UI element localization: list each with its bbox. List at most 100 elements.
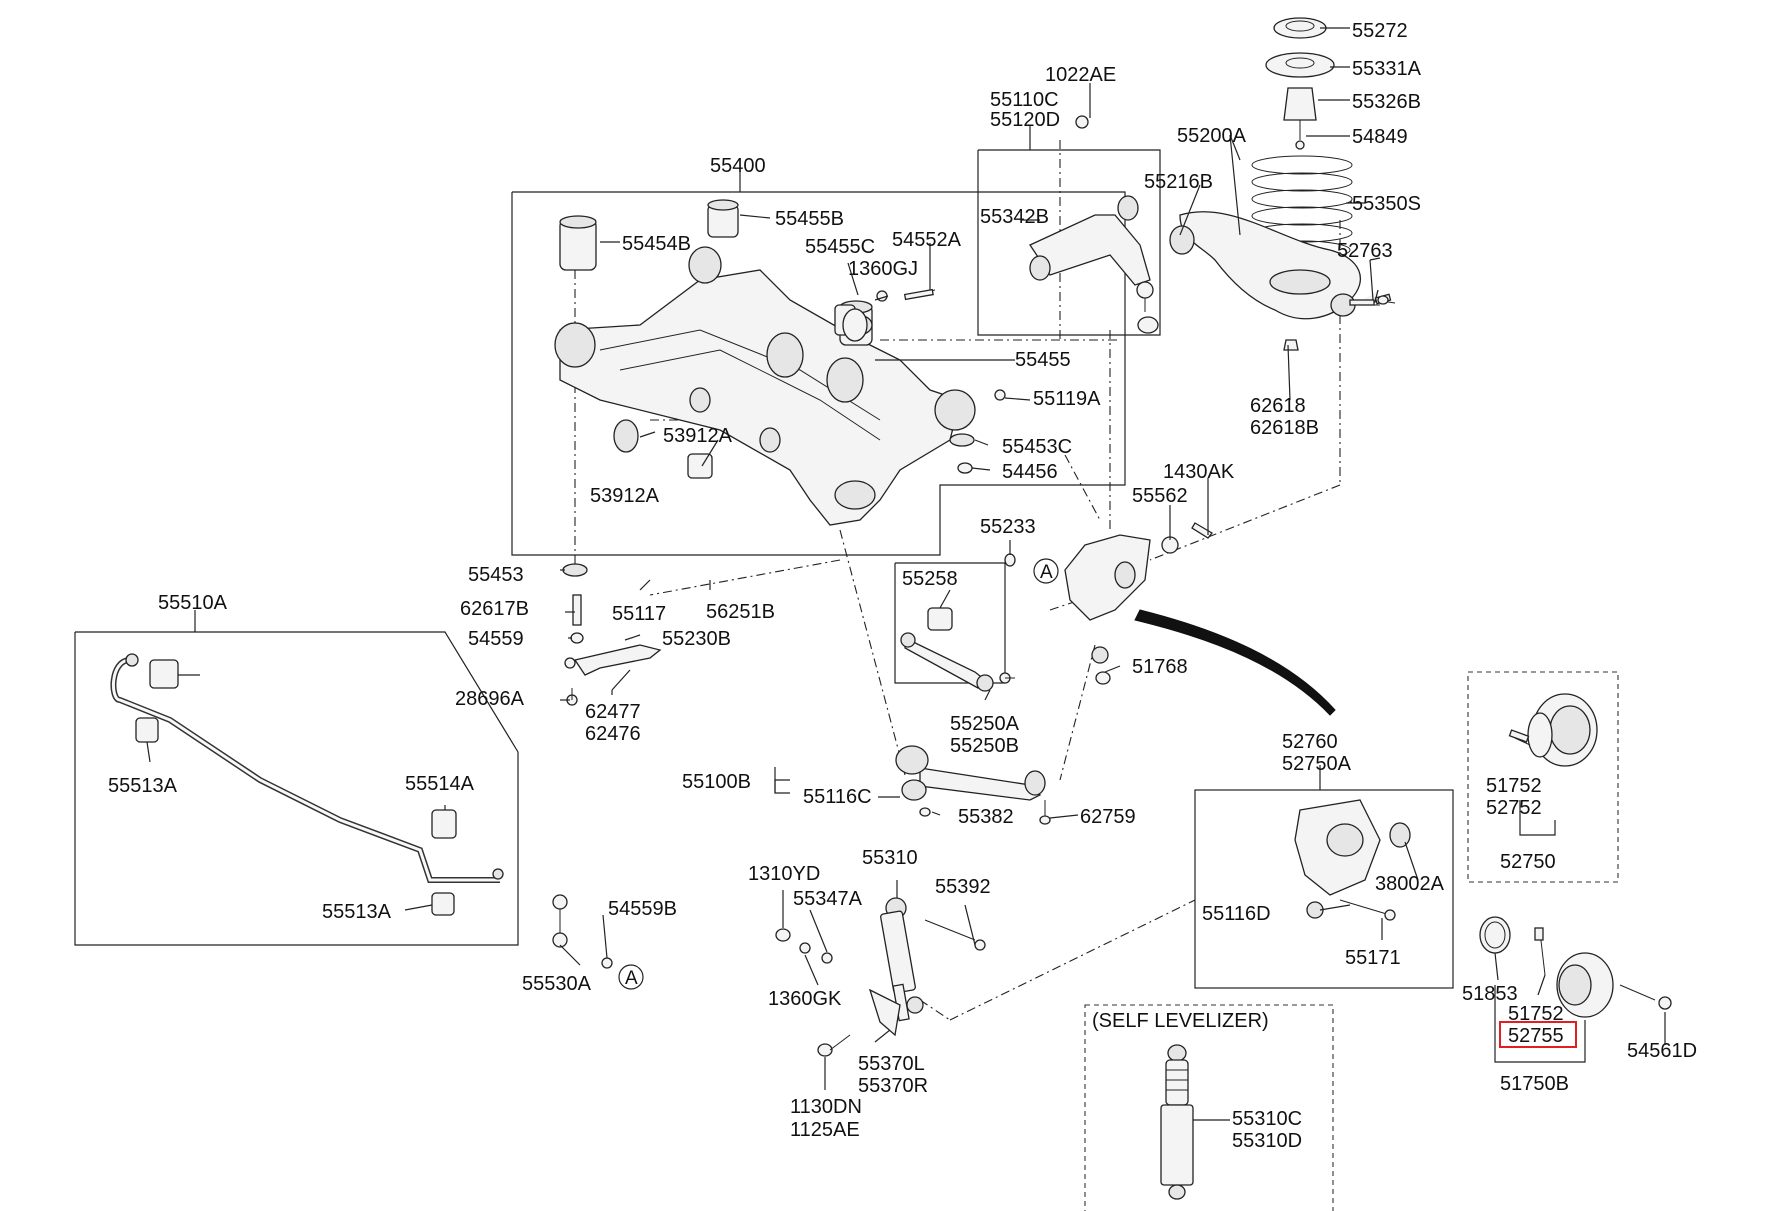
part-label-62617b: 62617B (460, 598, 529, 620)
part-label-1360gk: 1360GK (768, 988, 842, 1010)
part-label-55200a: 55200A (1177, 125, 1247, 147)
part-label-54849: 54849 (1352, 126, 1408, 148)
hub-assembly (1508, 693, 1598, 767)
group-boxes (74, 149, 1619, 1211)
part-number-labels: 55272 55331A 55326B 54849 55350S 52763 5… (108, 20, 1697, 1152)
part-label-53912a-1: 53912A (663, 425, 733, 447)
part-label-1022ae: 1022AE (1045, 64, 1116, 86)
part-label-55453: 55453 (468, 564, 524, 586)
part-label-55530a: 55530A (522, 973, 592, 995)
part-label-55455b: 55455B (775, 208, 844, 230)
part-label-55233: 55233 (980, 516, 1036, 538)
bracket-62477 (564, 594, 662, 706)
part-label-55455: 55455 (1015, 349, 1071, 371)
part-label-55331a: 55331A (1352, 58, 1422, 80)
part-label-54552a: 54552A (892, 229, 962, 251)
upper-arm-group-box (977, 149, 1161, 336)
part-label-52760: 52760 (1282, 731, 1338, 753)
part-label-55562: 55562 (1132, 485, 1188, 507)
part-label-55350s: 55350S (1352, 193, 1421, 215)
part-label-1130dn: 1130DN (790, 1096, 862, 1118)
part-label-62618: 62618 (1250, 395, 1306, 417)
part-label-38002a: 38002A (1375, 873, 1445, 895)
coil-spring-assembly (1251, 17, 1353, 260)
part-label-51752-1: 51752 (1486, 775, 1542, 797)
part-label-28696a: 28696A (455, 688, 525, 710)
stabilizer-link (552, 894, 613, 969)
part-label-55342b: 55342B (980, 206, 1049, 228)
part-label-55400: 55400 (710, 155, 766, 177)
leader-lines (146, 27, 1666, 1121)
reference-marker-a (618, 964, 644, 990)
part-label-55100b: 55100B (682, 771, 751, 793)
part-label-55310c: 55310C (1232, 1108, 1302, 1130)
part-label-1360gj: 1360GJ (848, 258, 918, 280)
reference-markers: A A (618, 558, 1059, 990)
part-label-55326b: 55326B (1352, 91, 1421, 113)
part-label-52755: 52755 (1508, 1025, 1564, 1047)
lower-control-arm (1169, 211, 1396, 351)
part-label-62618b: 62618B (1250, 417, 1319, 439)
part-label-55513a-1: 55513A (108, 775, 178, 797)
part-label-1310yd: 1310YD (748, 863, 820, 885)
part-label-1125ae: 1125AE (790, 1119, 860, 1141)
part-label-55347a: 55347A (793, 888, 863, 910)
part-label-51750b: 51750B (1500, 1073, 1569, 1095)
part-label-55310: 55310 (862, 847, 918, 869)
part-label-54456: 54456 (1002, 461, 1058, 483)
shock-absorber (775, 897, 986, 1057)
reference-marker-a-label: A (625, 968, 638, 989)
part-label-51752-2: 51752 (1508, 1003, 1564, 1025)
part-label-55392: 55392 (935, 876, 991, 898)
part-label-56251b: 56251B (706, 601, 775, 623)
part-label-55258: 55258 (902, 568, 958, 590)
part-label-55370r: 55370R (858, 1075, 928, 1097)
part-label-62476: 62476 (585, 723, 641, 745)
part-label-1430ak: 1430AK (1163, 461, 1235, 483)
part-label-55171: 55171 (1345, 947, 1401, 969)
part-label-55454b: 55454B (622, 233, 691, 255)
part-label-55117: 55117 (612, 603, 666, 625)
hub-assembly-dashed-box (1467, 671, 1619, 883)
stabilizer-group-box (74, 631, 519, 946)
part-label-54559: 54559 (468, 628, 524, 650)
part-label-55453c: 55453C (1002, 436, 1072, 458)
part-label-55116d: 55116D (1202, 903, 1271, 925)
part-label-52750: 52750 (1500, 851, 1556, 873)
part-label-53912a-2: 53912A (590, 485, 660, 507)
part-label-55272: 55272 (1352, 20, 1408, 42)
knuckle-52760 (1294, 799, 1411, 921)
assist-arm (895, 745, 1051, 825)
part-label-55514a: 55514A (405, 773, 475, 795)
part-label-55230b: 55230B (662, 628, 731, 650)
stabilizer-bar (110, 653, 504, 916)
part-label-55382: 55382 (958, 806, 1014, 828)
part-label-55110c: 55110C (990, 89, 1059, 111)
crossmember (554, 246, 976, 526)
part-label-55120d: 55120D (990, 109, 1060, 131)
part-label-52752: 52752 (1486, 797, 1542, 819)
lower-arm-55250 (900, 607, 1015, 692)
part-label-55250b: 55250B (950, 735, 1019, 757)
upper-arm (1029, 115, 1159, 334)
part-label-52763: 52763 (1337, 240, 1393, 262)
part-label-52750a: 52750A (1282, 753, 1352, 775)
knuckle-upper (1004, 522, 1213, 685)
hub-51750b (1479, 916, 1672, 1018)
part-label-55216b: 55216B (1144, 171, 1213, 193)
knuckle-group-box (1194, 789, 1454, 989)
part-label-55455c: 55455C (805, 236, 875, 258)
part-label-51853: 51853 (1462, 983, 1518, 1005)
part-label-55250a: 55250A (950, 713, 1020, 735)
part-label-55513a-2: 55513A (322, 901, 392, 923)
self-levelizer-title: (SELF LEVELIZER) (1092, 1010, 1269, 1032)
part-label-55370l: 55370L (858, 1053, 925, 1075)
part-label-62759: 62759 (1080, 806, 1136, 828)
reference-marker-a-label: A (1040, 562, 1053, 583)
part-label-55119a: 55119A (1033, 388, 1101, 410)
crossmember-group-box (511, 191, 1126, 556)
part-label-55510a: 55510A (158, 592, 228, 614)
part-label-55310d: 55310D (1232, 1130, 1302, 1152)
reference-marker-a (1033, 558, 1059, 584)
